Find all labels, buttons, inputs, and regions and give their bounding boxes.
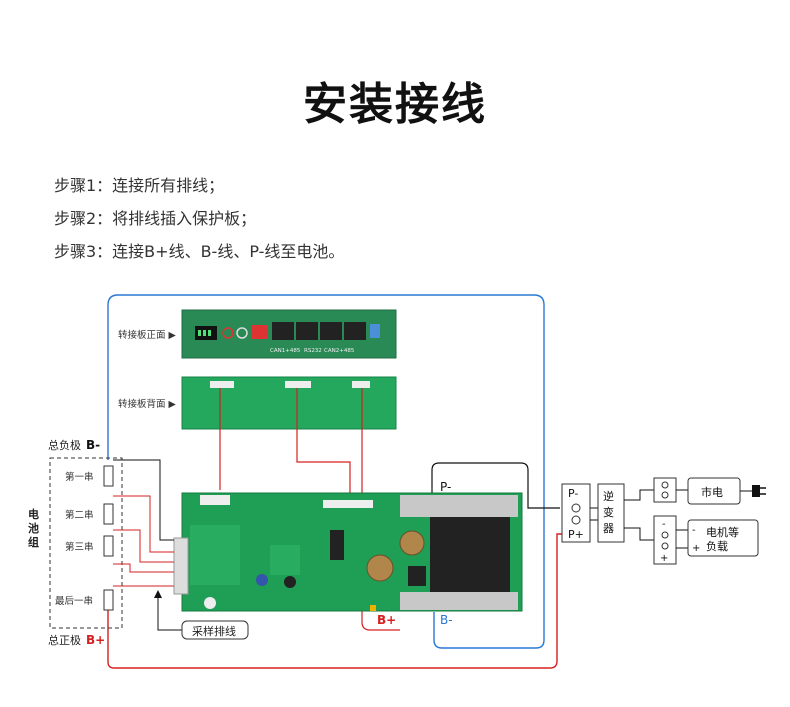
sampling-connector (173, 537, 189, 595)
b-minus-label: B- (440, 613, 453, 627)
cell-3-label: 第三串 (65, 541, 94, 553)
plug-icon (752, 485, 760, 497)
load-plus-sign: + (692, 543, 700, 554)
battery-pack-box (49, 457, 123, 629)
red-bplus-short-wire (361, 609, 400, 631)
port-rs232-label: RS232 (304, 348, 322, 354)
page-title: 安装接线 (303, 79, 487, 130)
board-front-label: 转接板正面 ▶ (118, 329, 177, 341)
step-3: 步骤3：连接B+线、B-线、P-线至电池。 (54, 242, 345, 261)
battery-pack-label-2: 池 (28, 521, 39, 535)
total-pos-label: 总正极 (48, 633, 81, 647)
svg-text:+: + (660, 553, 668, 564)
mains-label: 市电 (701, 485, 723, 499)
cell-2-label: 第二串 (65, 509, 94, 521)
total-neg-label: 总负极 (48, 438, 81, 452)
load-minus-sign: - (692, 525, 696, 536)
battery-pack-label-1: 电 (28, 507, 39, 521)
inverter-box (597, 483, 625, 543)
step-2: 步骤2：将排线插入保护板； (54, 209, 257, 228)
total-pos-sign: B+ (86, 633, 105, 647)
b-plus-label: B+ (377, 613, 396, 627)
terminal-p-plus-label: P+ (568, 528, 584, 541)
load-label-1: 电机等 (706, 525, 739, 539)
board-back-label: 转接板背面 ▶ (118, 398, 177, 410)
step-1: 步骤1：连接所有排线； (54, 176, 225, 195)
red-bplus-wire (107, 533, 562, 669)
p-minus-label: P- (440, 480, 451, 494)
terminal-p-minus-label: P- (568, 487, 578, 500)
total-neg-sign: B- (86, 438, 100, 452)
svg-text:-: - (662, 519, 666, 530)
sampling-cable-label: 采样排线 (192, 624, 236, 638)
load-box (687, 519, 759, 557)
inverter-label-3: 器 (603, 522, 614, 535)
battery-pack-label-3: 组 (28, 535, 39, 549)
inverter-label-2: 变 (603, 505, 614, 519)
cell-last-label: 最后一串 (55, 596, 93, 607)
p-terminal-block (561, 483, 591, 543)
inverter-label-1: 逆 (603, 489, 614, 503)
port-can1-label: CAN1+485 (270, 348, 301, 354)
blue-bminus-wire (107, 294, 545, 649)
black-pminus-wire (431, 462, 560, 509)
load-label-2: 负载 (706, 539, 728, 553)
cell-1-label: 第一串 (65, 471, 94, 483)
port-can2-label: CAN2+485 (324, 348, 355, 354)
